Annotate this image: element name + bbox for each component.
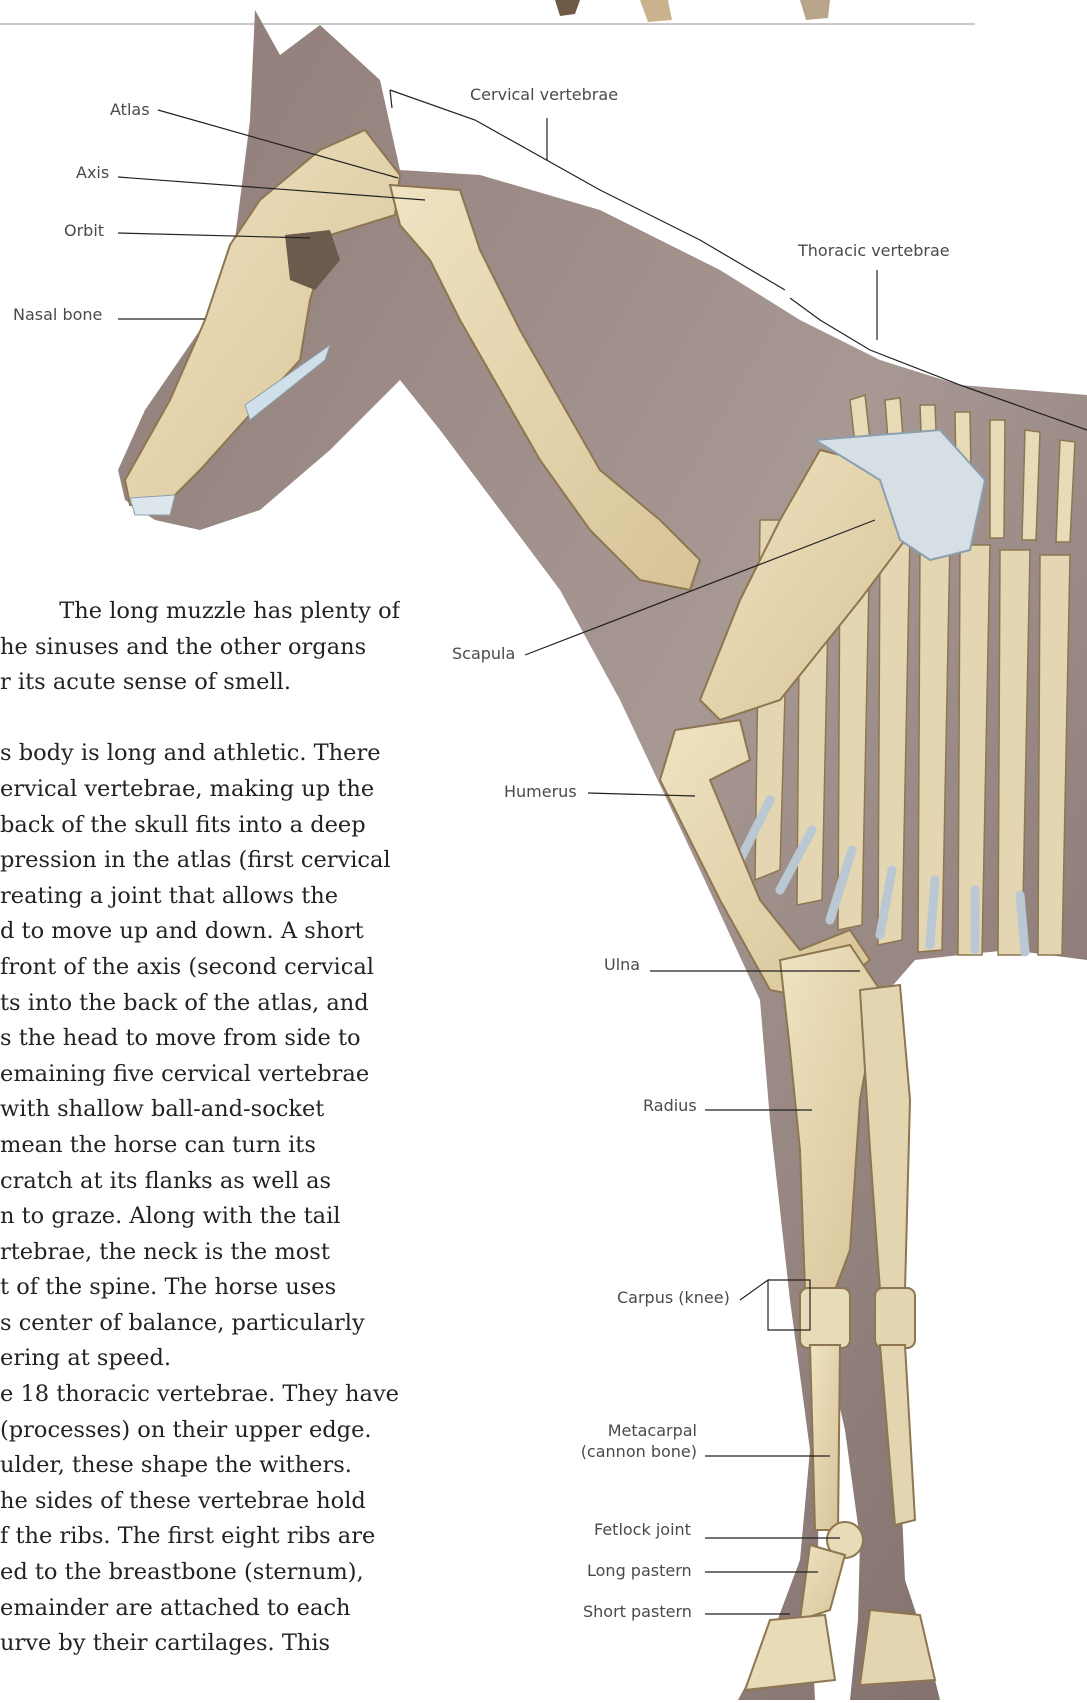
text-line: back of the skull fits into a deep (0, 808, 400, 844)
text-line: pression in the atlas (first cervical (0, 843, 400, 879)
label-metacarpal: Metacarpal (600, 1422, 697, 1440)
teeth (130, 495, 175, 515)
text-line: mean the horse can turn its (0, 1128, 400, 1164)
text-line: front of the axis (second cervical (0, 950, 400, 986)
label-cannon-bone: (cannon bone) (570, 1443, 697, 1461)
text-line: f the ribs. The first eight ribs are (0, 1519, 400, 1555)
carpus-bones (800, 1288, 850, 1348)
label-axis: Axis (76, 164, 109, 182)
label-humerus: Humerus (504, 783, 577, 801)
label-fetlock-joint: Fetlock joint (594, 1521, 691, 1539)
label-nasal-bone: Nasal bone (13, 306, 102, 324)
top-hooves-fragment (555, 0, 830, 22)
text-line: he sinuses and the other organs (0, 630, 400, 666)
label-cervical-vertebrae: Cervical vertebrae (470, 86, 618, 104)
label-atlas: Atlas (110, 101, 150, 119)
carpus-bones-hind (875, 1288, 915, 1348)
label-carpus: Carpus (knee) (617, 1289, 730, 1307)
text-line: d to move up and down. A short (0, 914, 400, 950)
text-line: ed to the breastbone (sternum), (0, 1555, 400, 1591)
text-line: ering at speed. (0, 1341, 400, 1377)
label-short-pastern: Short pastern (583, 1603, 692, 1621)
text-line-spacer (0, 701, 400, 737)
metacarpal-bone (810, 1345, 840, 1530)
text-line: ulder, these shape the withers. (0, 1448, 400, 1484)
text-line: emainder are attached to each (0, 1591, 400, 1627)
hoof-bone (745, 1615, 835, 1690)
label-scapula: Scapula (452, 645, 515, 663)
text-line: The long muzzle has plenty of (0, 594, 400, 630)
text-line: rtebrae, the neck is the most (0, 1235, 400, 1271)
text-line: s body is long and athletic. There (0, 736, 400, 772)
label-radius: Radius (643, 1097, 697, 1115)
hoof-bone-hind (860, 1610, 935, 1685)
text-line: s the head to move from side to (0, 1021, 400, 1057)
text-line: e 18 thoracic vertebrae. They have (0, 1377, 400, 1413)
text-line: emaining five cervical vertebrae (0, 1057, 400, 1093)
text-line: n to graze. Along with the tail (0, 1199, 400, 1235)
text-line: with shallow ball-and-socket (0, 1092, 400, 1128)
text-line: ervical vertebrae, making up the (0, 772, 400, 808)
label-ulna: Ulna (604, 956, 640, 974)
label-thoracic-vertebrae: Thoracic vertebrae (798, 242, 950, 260)
body-text-column: The long muzzle has plenty of he sinuses… (0, 594, 400, 1662)
text-line: reating a joint that allows the (0, 879, 400, 915)
text-line: (processes) on their upper edge. (0, 1413, 400, 1449)
label-orbit: Orbit (64, 222, 104, 240)
label-long-pastern: Long pastern (587, 1562, 692, 1580)
text-line: t of the spine. The horse uses (0, 1270, 400, 1306)
text-line: cratch at its flanks as well as (0, 1164, 400, 1200)
text-line: ts into the back of the atlas, and (0, 986, 400, 1022)
text-line: he sides of these vertebrae hold (0, 1484, 400, 1520)
text-line: s center of balance, particularly (0, 1306, 400, 1342)
text-line: r its acute sense of smell. (0, 665, 400, 701)
text-line: urve by their cartilages. This (0, 1626, 400, 1662)
